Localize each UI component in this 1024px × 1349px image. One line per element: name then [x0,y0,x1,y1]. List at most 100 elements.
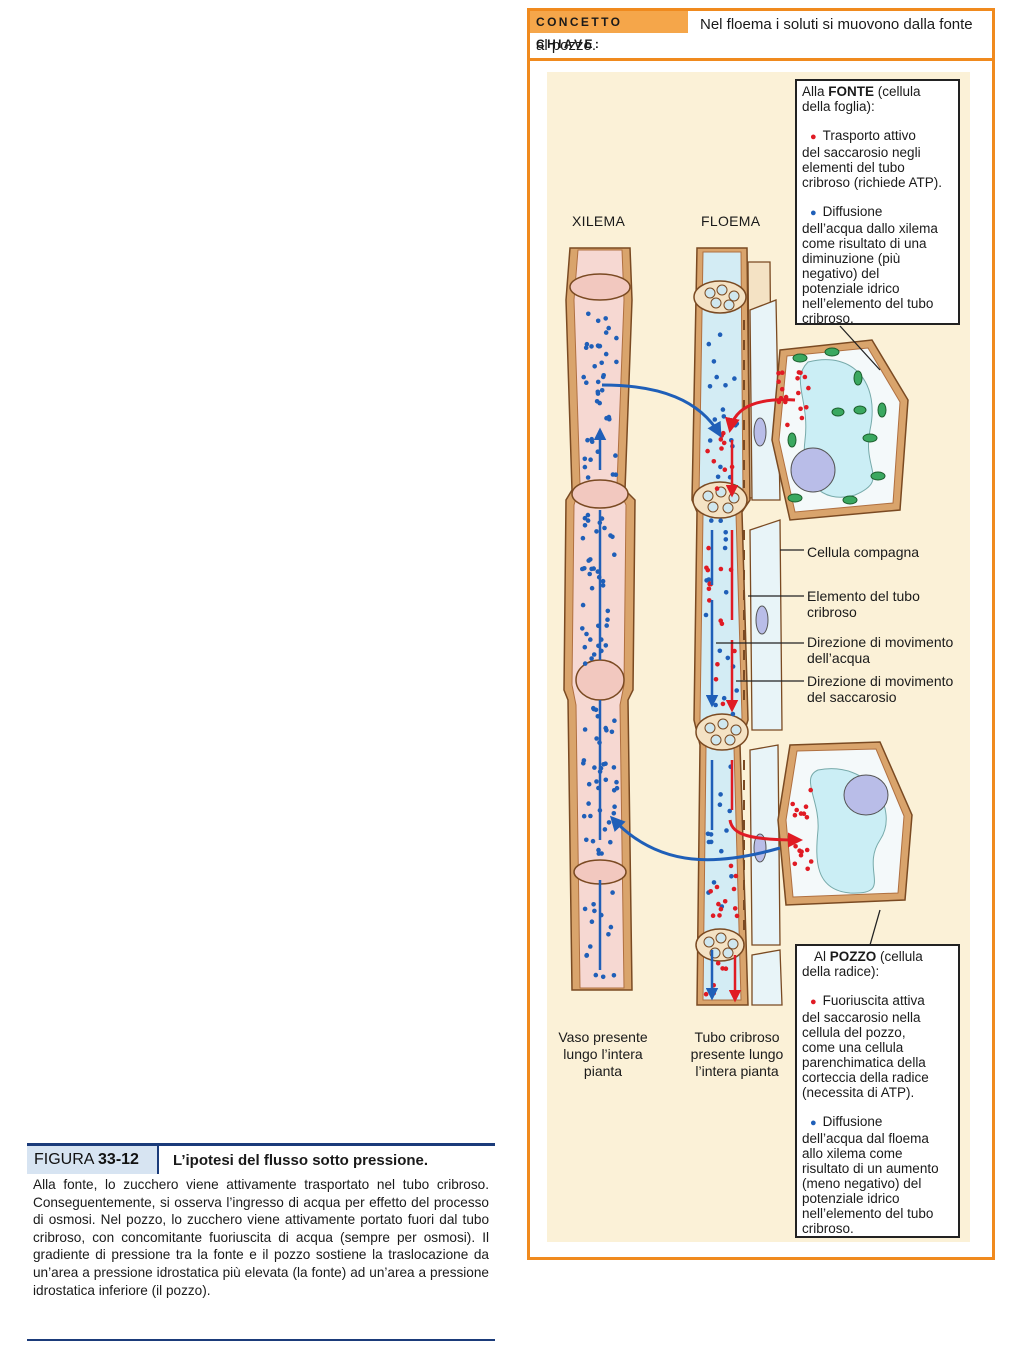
water-dot [711,359,717,364]
sucrose-dot [776,399,782,405]
phloem-sucrose-flow-arrow-lower [732,760,735,1000]
water-dot [596,851,602,856]
water-dot [604,728,609,733]
sucrose-dot [718,566,724,572]
sucrose-dot [728,863,734,869]
sucrose-dot [722,467,728,473]
source-item2-line2: come risultato di una [802,236,927,251]
water-dot [583,345,589,351]
water-dot [588,457,593,463]
source-item2-line6: nell’elemento del tubo [802,296,934,311]
water-dot [581,813,587,819]
water-dot [725,655,731,661]
water-dot [717,648,723,654]
water-dot [594,529,599,534]
sucrose-dot [713,677,719,682]
sucrose-dot [719,446,724,451]
source-suffix: (cellula [874,84,921,99]
water-dot [582,661,588,666]
sucrose-dot [723,966,729,971]
sucrose-dot [710,913,716,918]
sucrose-dot [705,567,711,573]
figure-label-word: FIGURA [34,1151,94,1168]
water-dot [606,820,612,825]
sink-item2-line1: dell’acqua dal floema [802,1131,929,1146]
water-dot [596,623,601,629]
sucrose-unloading-arrow [728,819,803,848]
key-concept-header [530,11,992,61]
xylem-caption-line2: pianta [583,1063,623,1079]
xylem-perforation-plate-1 [569,273,631,301]
sucrose-dot [732,648,737,654]
sucrose-dot [732,906,738,911]
sink-item1-line5: corteccia della radice [802,1070,929,1085]
sucrose-dot [705,448,710,454]
sink-item2-line4: (meno negativo) del [802,1176,922,1191]
sucrose-dot [783,399,788,405]
sink-item1-line6: (necessita di ATP). [802,1085,915,1100]
water-dot [585,437,590,443]
water-dot [592,908,597,914]
sucrose-dot [779,386,785,392]
sucrose-dot [796,390,801,396]
chloroplasts [787,347,887,505]
sucrose-dot [776,379,781,385]
water-dot [593,707,599,713]
source-info-box: Alla FONTE (cellula della foglia): Trasp… [795,79,960,326]
water-dot [724,828,729,833]
xylem-water-dots [580,311,620,980]
water-dot [581,374,586,380]
water-dot [582,523,588,528]
source-item2-line1: dell’acqua dallo xilema [802,221,938,236]
water-dot [586,801,591,806]
sink-suffix: (cellula [876,949,923,964]
water-dot [707,384,713,389]
sucrose-dot [734,913,740,919]
sucrose-dot [721,440,727,446]
water-dot [589,656,594,661]
water-dot [718,518,723,523]
water-dot [703,612,709,618]
water-dot [596,344,602,349]
sucrose-dot [804,847,810,853]
sucrose-dot [804,815,810,820]
source-item1-line3: cribroso (richiede ATP). [802,175,943,190]
sink-info-box: Al POZZO (cellula della radice): Fuorius… [795,944,960,1238]
water-dot [582,727,588,732]
water-dot [594,399,600,404]
water-dot [597,808,603,813]
water-dot [602,525,607,531]
source-item2-line5: potenziale idrico [802,281,900,296]
water-dot [599,637,604,642]
water-phloem-to-xylem-arrow [609,815,781,862]
sink-nucleus [843,774,889,816]
water-dot [594,736,599,741]
water-dot [719,848,724,854]
water-dot [600,974,606,980]
water-dot [600,583,606,588]
water-dot [582,464,588,470]
water-dot [603,351,609,357]
water-dot [582,644,588,650]
sink-item1-line0: Fuoriuscita attiva [802,993,953,1010]
sucrose-dot [806,385,811,391]
companion-cell-label: Cellula compagna [807,544,920,560]
xylem-caption-line1: lungo l’intera [563,1046,643,1062]
water-dot [705,831,711,837]
sink-item2-line3: risultato di un aumento [802,1161,939,1176]
xylem-vessel [563,247,636,991]
sucrose-dot [805,866,810,872]
water-dot [612,718,617,723]
water-dot [596,574,602,580]
water-dot [601,762,606,767]
sucrose-dot [714,486,720,491]
water-dot [586,781,592,787]
sink-line2: della radice): [802,964,880,979]
sucrose-dot [706,586,712,592]
water-dot [584,631,589,637]
water-dot [712,417,718,422]
water-dot [602,827,608,832]
sucrose-dot [715,662,720,667]
sucrose-direction-label-line0: Direzione di movimento [807,673,954,689]
sieve-element-label: Elemento del tubo cribroso [807,588,920,620]
